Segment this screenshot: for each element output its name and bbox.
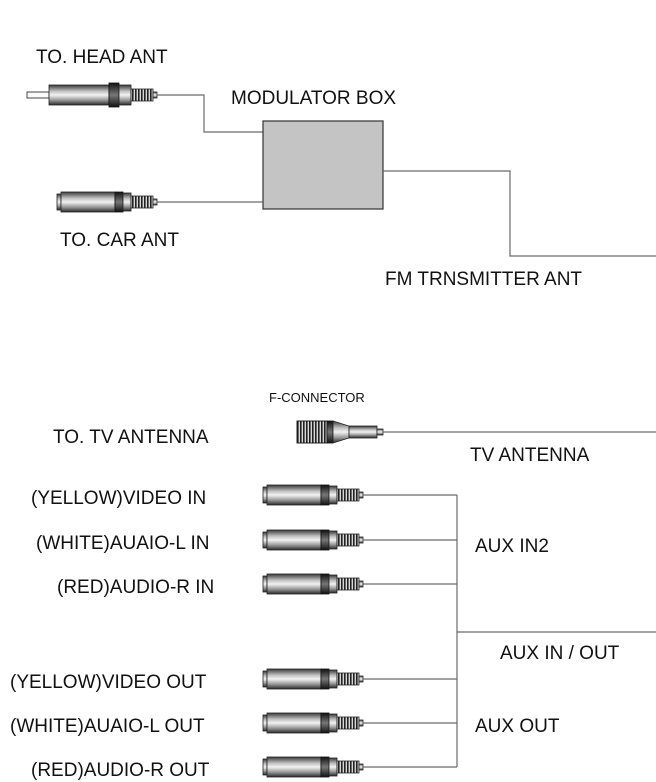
to-car-ant-label: TO. CAR ANT bbox=[60, 230, 179, 251]
white-audio-l-out-connector-icon bbox=[262, 712, 364, 734]
aux-in-out-label: AUX IN / OUT bbox=[500, 643, 620, 664]
aux-in2-bus-wire bbox=[363, 494, 457, 585]
yellow-video-in-connector-icon bbox=[262, 484, 364, 506]
to-head-ant-label: TO. HEAD ANT bbox=[36, 47, 168, 68]
white-audio-l-in-label: (WHITE)AUAIO-L IN bbox=[36, 533, 209, 554]
tv-antenna-label: TV ANTENNA bbox=[470, 445, 590, 466]
modulator-box bbox=[262, 120, 384, 210]
head-antenna-plug-icon bbox=[26, 82, 158, 108]
car-antenna-connector-icon bbox=[56, 191, 158, 213]
yellow-video-in-label: (YELLOW)VIDEO IN bbox=[31, 488, 206, 509]
yellow-video-out-label: (YELLOW)VIDEO OUT bbox=[10, 672, 207, 693]
fm-transmitter-ant-label: FM TRNSMITTER ANT bbox=[385, 269, 582, 290]
modulator-box-label: MODULATOR BOX bbox=[231, 88, 396, 109]
aux-out-label: AUX OUT bbox=[475, 716, 560, 737]
red-audio-r-in-label: (RED)AUDIO-R IN bbox=[57, 577, 214, 598]
white-audio-l-out-label: (WHITE)AUAIO-L OUT bbox=[10, 716, 205, 737]
f-connector-label: F-CONNECTOR bbox=[269, 390, 365, 405]
fm-transmitter-wire bbox=[383, 170, 656, 257]
to-tv-antenna-label: TO. TV ANTENNA bbox=[53, 427, 209, 448]
red-audio-r-out-connector-icon bbox=[262, 756, 364, 778]
aux-in2-label: AUX IN2 bbox=[475, 536, 549, 557]
white-audio-l-in-connector-icon bbox=[262, 529, 364, 551]
aux-main-bus-wire bbox=[456, 495, 656, 767]
aux-out-bus-wire bbox=[363, 678, 457, 768]
f-connector-icon bbox=[296, 420, 384, 444]
yellow-video-out-connector-icon bbox=[262, 668, 364, 690]
red-audio-r-in-connector-icon bbox=[262, 573, 364, 595]
red-audio-r-out-label: (RED)AUDIO-R OUT bbox=[31, 760, 210, 781]
head-ant-wire bbox=[157, 94, 263, 133]
